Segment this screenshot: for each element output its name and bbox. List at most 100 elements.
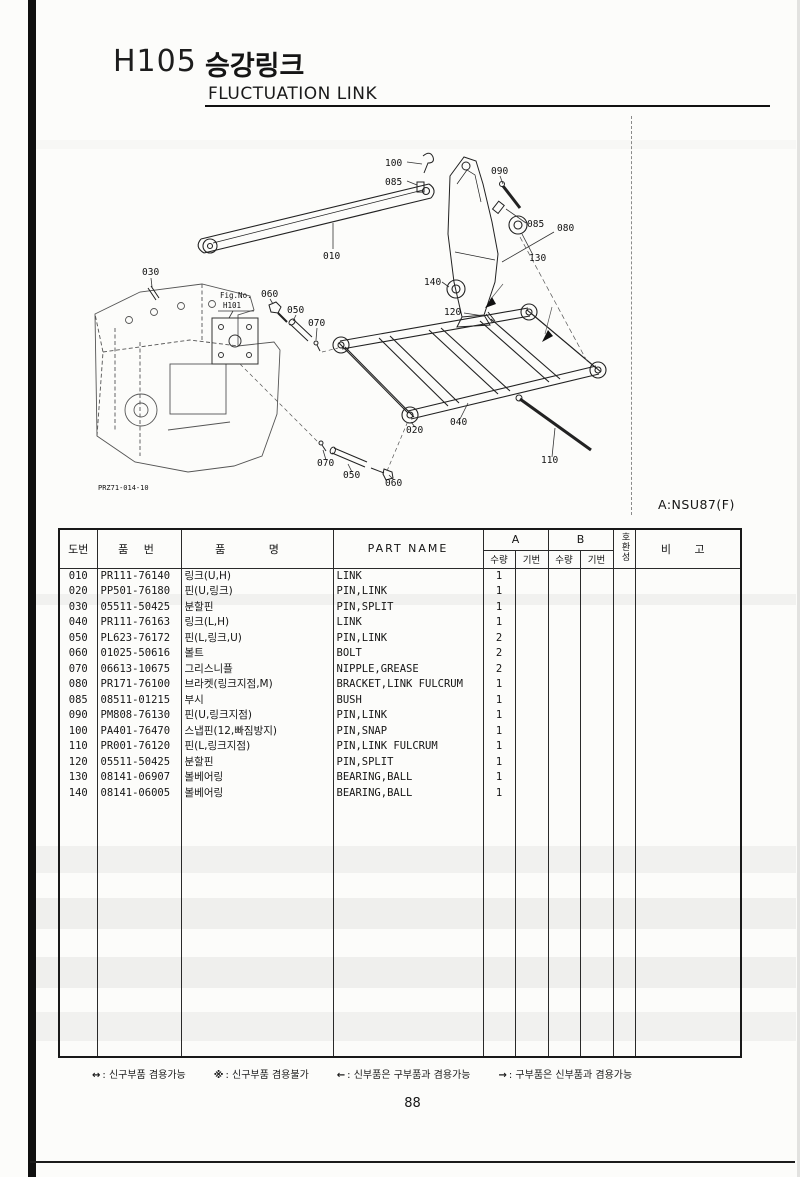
col-header-serial-a: 기번 bbox=[514, 549, 549, 569]
callout-020: 020 bbox=[406, 425, 423, 436]
filler-cell bbox=[547, 801, 581, 1057]
cell-qty-a: 2 bbox=[482, 630, 516, 646]
cell-part-name: PIN,LINK bbox=[332, 630, 484, 646]
page-edge-shade bbox=[797, 0, 800, 1177]
cell-serial-b bbox=[579, 785, 614, 801]
split-pin-030-drawing bbox=[147, 285, 160, 301]
cell-serial-b bbox=[579, 723, 614, 739]
cell-qty-a: 2 bbox=[482, 661, 516, 677]
cell-fig-no: 010 bbox=[58, 568, 98, 584]
cell-part-no: PR111-76140 bbox=[96, 568, 182, 584]
lower-link-frame-drawing bbox=[332, 303, 607, 424]
cell-part-name: BRACKET,LINK FULCRUM bbox=[332, 677, 484, 693]
cell-serial-a bbox=[514, 692, 549, 708]
callout-060: 060 bbox=[261, 289, 278, 300]
cell-serial-a bbox=[514, 739, 549, 755]
cell-part-no: 08141-06005 bbox=[96, 785, 182, 801]
cell-remarks bbox=[634, 723, 742, 739]
cell-qty-a: 1 bbox=[482, 723, 516, 739]
filler-cell bbox=[332, 801, 484, 1057]
cell-part-name: BUSH bbox=[332, 692, 484, 708]
table-row: 070 06613-10675 그리스니플 NIPPLE,GREASE 2 bbox=[58, 661, 742, 677]
cell-part-no: PP501-76180 bbox=[96, 584, 182, 600]
cell-qty-b bbox=[547, 677, 581, 693]
snap-pin-100-drawing bbox=[422, 152, 434, 174]
legend-text: : 신구부품 겸용불가 bbox=[225, 1070, 309, 1081]
table-row: 090 PM808-76130 핀(U,링크지점) PIN,LINK 1 bbox=[58, 708, 742, 724]
table-row: 140 08141-06005 볼베어링 BEARING,BALL 1 bbox=[58, 785, 742, 801]
cell-compat bbox=[612, 770, 636, 786]
cell-qty-b bbox=[547, 630, 581, 646]
cell-remarks bbox=[634, 630, 742, 646]
cell-remarks bbox=[634, 677, 742, 693]
cell-remarks bbox=[634, 568, 742, 584]
callout-085: 085 bbox=[385, 177, 402, 188]
cell-part-name: BEARING,BALL bbox=[332, 770, 484, 786]
cell-serial-b bbox=[579, 584, 614, 600]
cell-serial-a bbox=[514, 646, 549, 662]
bush-085-drawing bbox=[416, 181, 505, 215]
leader-lines bbox=[150, 161, 556, 480]
cell-remarks bbox=[634, 584, 742, 600]
cell-compat bbox=[612, 599, 636, 615]
callout-090: 090 bbox=[491, 166, 508, 177]
fig-no-caption: Fig.No. bbox=[220, 291, 252, 300]
table-row: 130 08141-06907 볼베어링 BEARING,BALL 1 bbox=[58, 770, 742, 786]
cell-serial-a bbox=[514, 630, 549, 646]
cell-serial-b bbox=[579, 692, 614, 708]
cell-qty-a: 2 bbox=[482, 646, 516, 662]
col-header-serial-b: 기번 bbox=[579, 549, 614, 569]
cell-part-name: PIN,LINK bbox=[332, 708, 484, 724]
cell-compat bbox=[612, 723, 636, 739]
chassis-drawing bbox=[94, 283, 281, 473]
cell-serial-b bbox=[579, 708, 614, 724]
cell-name-korean: 볼베어링 bbox=[180, 785, 334, 801]
cell-serial-b bbox=[579, 770, 614, 786]
cell-compat bbox=[612, 785, 636, 801]
drawing-number: PRZ71-014-10 bbox=[98, 484, 149, 492]
cell-remarks bbox=[634, 739, 742, 755]
filler-cell bbox=[58, 801, 98, 1057]
pin-050-lower-drawing bbox=[329, 446, 368, 468]
upper-link-drawing bbox=[197, 183, 435, 254]
filler-cell bbox=[612, 801, 636, 1057]
cell-name-korean: 볼베어링 bbox=[180, 770, 334, 786]
pin-050-upper-drawing bbox=[288, 318, 313, 342]
cell-part-no: PM808-76130 bbox=[96, 708, 182, 724]
cell-part-no: PA401-76470 bbox=[96, 723, 182, 739]
page-number: 88 bbox=[404, 1096, 421, 1111]
callout-labels: 100 085 090 085 080 130 140 120 030 060 … bbox=[142, 158, 574, 489]
cell-qty-a: 1 bbox=[482, 770, 516, 786]
cell-compat bbox=[612, 739, 636, 755]
cell-remarks bbox=[634, 646, 742, 662]
cell-qty-a: 1 bbox=[482, 615, 516, 631]
cell-fig-no: 085 bbox=[58, 692, 98, 708]
col-header-group-b: B bbox=[547, 528, 614, 551]
legend-text: : 신부품은 구부품과 겸용가능 bbox=[347, 1070, 471, 1081]
callout-140: 140 bbox=[424, 277, 441, 288]
table-row: 050 PL623-76172 핀(L,링크,U) PIN,LINK 2 bbox=[58, 630, 742, 646]
callout-100: 100 bbox=[385, 158, 402, 169]
cell-part-no: 08141-06907 bbox=[96, 770, 182, 786]
cell-name-korean: 링크(L,H) bbox=[180, 615, 334, 631]
cell-qty-a: 1 bbox=[482, 754, 516, 770]
cell-fig-no: 070 bbox=[58, 661, 98, 677]
not-interchangeable-icon: ※ bbox=[213, 1070, 224, 1081]
fig-reference: Fig.No. H101 bbox=[218, 291, 254, 319]
cell-fig-no: 140 bbox=[58, 785, 98, 801]
col-header-group-a: A bbox=[482, 528, 549, 551]
cell-part-no: 05511-50425 bbox=[96, 599, 182, 615]
cell-name-korean: 핀(U,링크) bbox=[180, 584, 334, 600]
cell-name-korean: 부시 bbox=[180, 692, 334, 708]
callout-050: 050 bbox=[343, 470, 360, 481]
interchangeable-both-icon: ↔ bbox=[92, 1070, 101, 1081]
filler-cell bbox=[634, 801, 742, 1057]
parts-table-empty-area bbox=[58, 801, 742, 1057]
cell-part-no: PL623-76172 bbox=[96, 630, 182, 646]
parts-table-body: 010 PR111-76140 링크(U,H) LINK 1 020 PP501… bbox=[58, 568, 742, 801]
mount-plate-drawing bbox=[211, 317, 259, 365]
compatibility-legend: ↔: 신구부품 겸용가능 ※: 신구부품 겸용불가 ←: 신부품은 구부품과 겸… bbox=[92, 1066, 752, 1081]
filler-cell bbox=[514, 801, 549, 1057]
cell-part-no: PR111-76163 bbox=[96, 615, 182, 631]
cell-name-korean: 분할핀 bbox=[180, 754, 334, 770]
